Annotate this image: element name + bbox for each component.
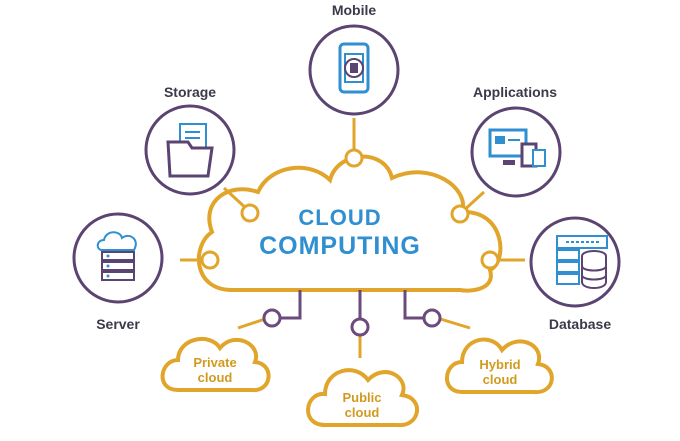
ring-private bbox=[262, 308, 282, 328]
private-cloud-label-line2: cloud bbox=[197, 370, 233, 385]
connector-hybrid bbox=[403, 290, 425, 320]
private-cloud-outline bbox=[160, 337, 271, 393]
public-cloud-outline bbox=[306, 368, 420, 428]
ring-server bbox=[200, 250, 220, 270]
ring-mobile bbox=[344, 148, 364, 168]
hybrid-cloud-label-line2: cloud bbox=[482, 372, 518, 387]
applications-icon bbox=[488, 128, 546, 168]
connector-private bbox=[280, 290, 302, 320]
public-cloud-label: Public cloud bbox=[327, 390, 397, 420]
database-icon bbox=[556, 235, 608, 289]
hybrid-cloud-outline bbox=[445, 337, 554, 395]
mobile-icon bbox=[338, 42, 370, 94]
hybrid-cloud-label-line1: Hybrid bbox=[479, 357, 521, 372]
diagram-title-line2: COMPUTING bbox=[259, 232, 421, 260]
diagram-title-line1: CLOUD bbox=[298, 205, 382, 230]
folder-icon bbox=[166, 123, 214, 178]
server-icon bbox=[96, 231, 137, 281]
ring-applications bbox=[450, 204, 470, 224]
node-label-server: Server bbox=[96, 316, 140, 332]
ring-database bbox=[480, 250, 500, 270]
node-label-storage: Storage bbox=[163, 84, 217, 100]
private-cloud-label-line1: Private bbox=[193, 355, 237, 370]
ring-public bbox=[350, 317, 370, 337]
node-label-mobile: Mobile bbox=[331, 2, 377, 18]
node-label-database: Database bbox=[548, 316, 612, 332]
node-label-applications: Applications bbox=[472, 84, 557, 100]
ring-storage bbox=[240, 203, 260, 223]
hybrid-cloud-label: Hybrid cloud bbox=[465, 357, 535, 387]
public-cloud-label-line2: cloud bbox=[344, 405, 380, 420]
public-cloud-label-line1: Public bbox=[342, 390, 382, 405]
ring-hybrid bbox=[422, 308, 442, 328]
private-cloud-label: Private cloud bbox=[180, 355, 250, 385]
connector-hybrid-tail bbox=[436, 316, 471, 330]
